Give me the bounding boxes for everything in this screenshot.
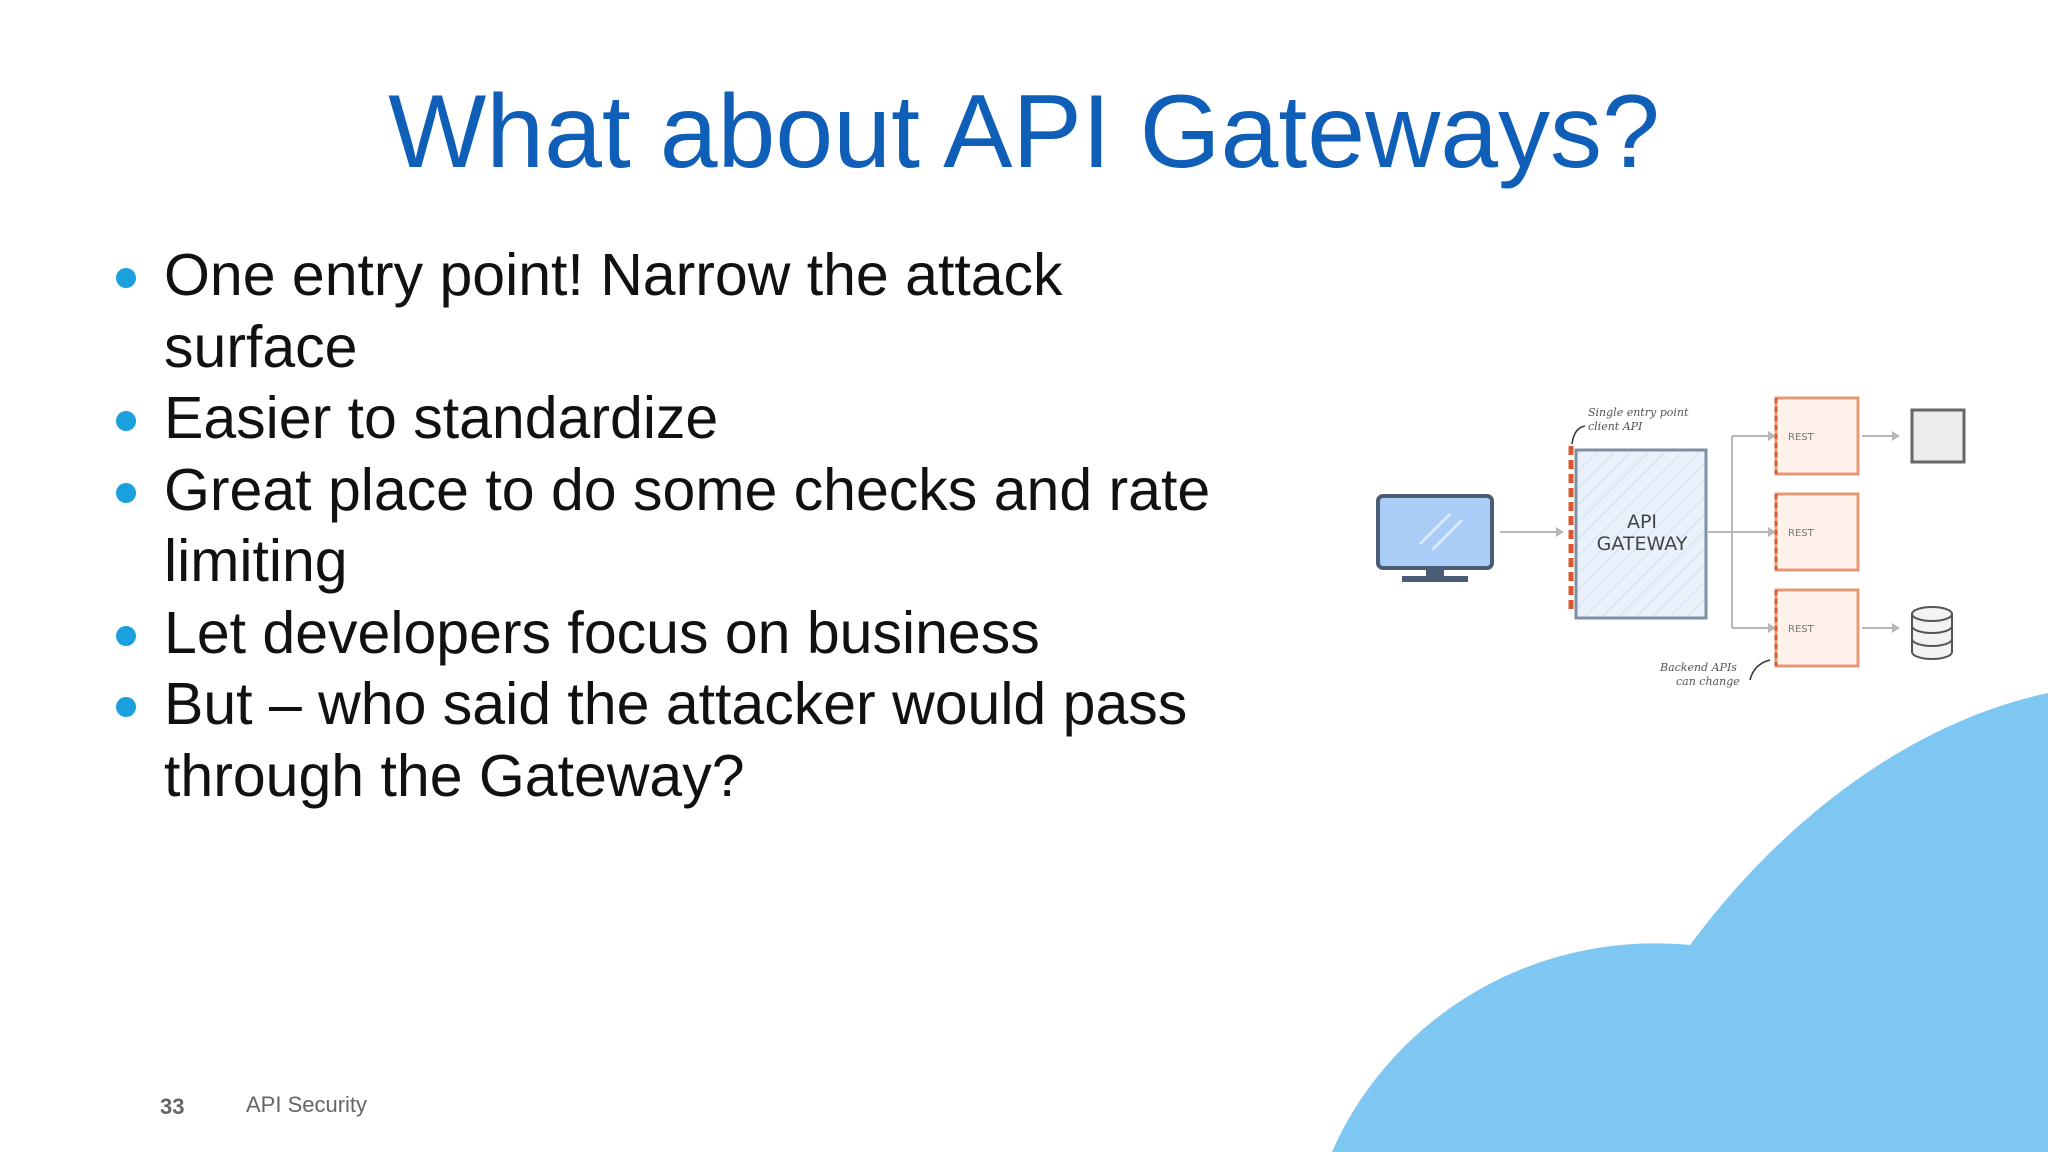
bullet-dot-icon xyxy=(116,697,136,717)
rest-service-box: REST xyxy=(1774,492,1860,572)
page-number: 33 xyxy=(160,1094,185,1119)
bullet-text: But – who said the attacker would pass t… xyxy=(164,671,1188,809)
bullet-dot-icon xyxy=(116,482,136,503)
arrow-head xyxy=(1892,623,1900,633)
note-top-line-1: Single entry point xyxy=(1588,406,1689,419)
api-gateway-diagram: API GATEWAY Single entry point client AP… xyxy=(1376,396,1966,688)
bullet-text: Easier to standardize xyxy=(164,385,719,451)
bullet-text: Great place to do some checks and rate l… xyxy=(164,456,1211,595)
box-icon xyxy=(1910,408,1966,464)
arrow-head xyxy=(1768,623,1776,633)
gateway-label-line-2: GATEWAY xyxy=(1597,533,1688,555)
bullet-dot-icon xyxy=(116,268,136,288)
rest-service-box: REST xyxy=(1774,396,1860,476)
note-bottom-line-2: can change xyxy=(1676,675,1740,688)
computer-icon xyxy=(1376,494,1494,582)
slide-title: What about API Gateways? xyxy=(388,74,1660,190)
note-top-line-2: client API xyxy=(1588,420,1643,433)
arrow-head xyxy=(1892,431,1900,441)
bullet-item: Let developers focus on business xyxy=(112,598,1272,670)
bullet-item: But – who said the attacker would pass t… xyxy=(112,669,1272,812)
bullet-list: One entry point! Narrow the attack surfa… xyxy=(112,240,1272,812)
rest-label: REST xyxy=(1788,432,1815,443)
bullet-dot-icon xyxy=(116,625,136,646)
gateway-label-line-1: API xyxy=(1627,511,1657,533)
cloud-shape xyxy=(1332,693,2048,1152)
bullet-dot-icon xyxy=(116,411,136,431)
note-bottom-arrow xyxy=(1749,659,1771,681)
rest-label: REST xyxy=(1788,528,1815,539)
service-connectors xyxy=(1708,435,1768,629)
bullet-item: Great place to do some checks and rate l… xyxy=(112,455,1272,598)
arrow-head xyxy=(1768,527,1776,537)
bullet-item: One entry point! Narrow the attack surfa… xyxy=(112,240,1272,383)
rest-service-box: REST xyxy=(1774,588,1860,668)
arrow-head xyxy=(1556,527,1564,537)
bullet-text: Let developers focus on business xyxy=(164,599,1040,666)
bullet-item: Easier to standardize xyxy=(112,383,1272,455)
rest-label: REST xyxy=(1788,624,1815,635)
note-bottom-line-1: Backend APIs xyxy=(1659,661,1737,674)
database-icon xyxy=(1911,606,1953,660)
arrow-head xyxy=(1768,431,1776,441)
note-top-arrow xyxy=(1571,425,1586,445)
bullet-text: One entry point! Narrow the attack surfa… xyxy=(164,242,1063,380)
gateway-box: API GATEWAY xyxy=(1574,448,1708,620)
footer-text: API Security xyxy=(246,1092,368,1117)
